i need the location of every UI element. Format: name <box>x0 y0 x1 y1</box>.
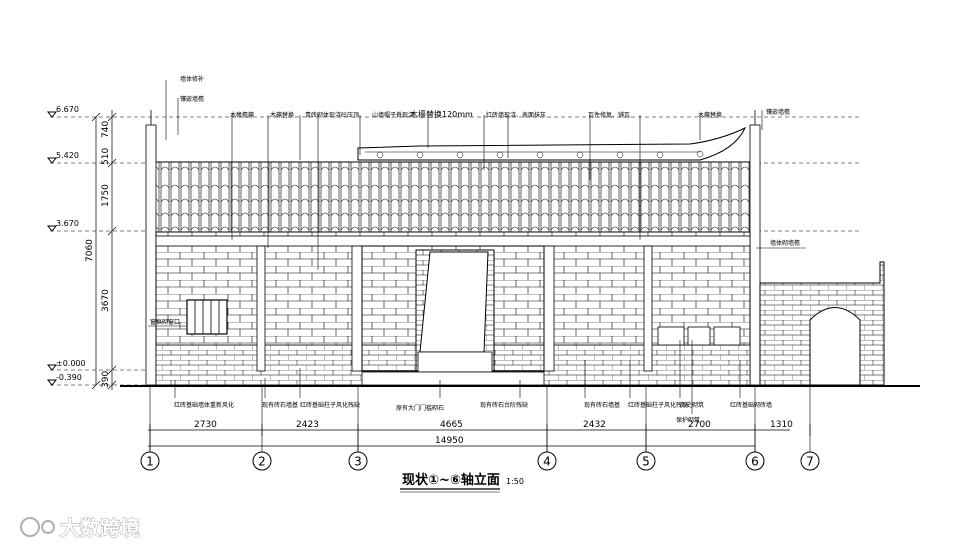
axis-label-4: 4 <box>543 455 551 469</box>
level-6670: 6.670 <box>56 105 79 114</box>
axis-label-6: 6 <box>751 455 759 469</box>
level-3670: 3.670 <box>56 219 79 228</box>
top-annotation-leaders <box>148 80 806 327</box>
annex-wall <box>759 261 885 386</box>
note-b1: 红砖基础墙体重新风化 <box>174 401 234 409</box>
vdim-510: 510 <box>101 148 111 165</box>
watermark-text: 大数跨境 <box>60 516 140 540</box>
watermark-logo-icon <box>20 517 40 537</box>
note-b3: 红砖基础柱子风化残缺 <box>300 401 360 409</box>
vdim-390: 390 <box>101 371 111 388</box>
vertical-dimension-chain: 740 510 1750 7060 3670 390 <box>85 110 117 390</box>
drawing-title-block: 现状①~⑥轴立面 1:50 <box>400 472 524 493</box>
note-a7: 木檩替换120mm <box>410 109 473 119</box>
vdim-3670: 3670 <box>101 289 111 312</box>
hdim-2700: 2700 <box>688 420 711 430</box>
level-0000: ±0.000 <box>56 359 86 368</box>
note-b2: 现有砖石墙基 <box>262 401 298 409</box>
note-a2: 镶嵌墙檐 <box>180 95 204 103</box>
axis-label-5: 5 <box>642 455 650 469</box>
bottom-annotations: 红砖基础墙体重新风化 现有砖石墙基 红砖基础柱子风化残缺 原有大门门槛砌石 现有… <box>174 401 772 424</box>
note-a10: 木檩替换 <box>698 111 722 119</box>
central-door <box>361 245 545 386</box>
window <box>186 299 228 335</box>
watermark: 大数跨境 <box>20 516 140 540</box>
roof-ridge <box>357 126 747 161</box>
hdim-4665: 4665 <box>440 420 463 430</box>
roof <box>154 126 751 233</box>
hdim-2432: 2432 <box>583 420 606 430</box>
note-a8: 红砖墙现浇、表面抹灰 <box>486 111 546 119</box>
top-annotations: 墙体修补 镶嵌墙檐 木椽檐檩 木檩替换 青砖砌体现浇砼压顶 山墙帽子脊现浇 木檩… <box>150 75 800 326</box>
vdim-7060: 7060 <box>85 239 95 262</box>
hdim-2730: 2730 <box>194 420 217 430</box>
level-5420: 5.420 <box>56 151 79 160</box>
note-b5: 现有砖石台阶残缺 <box>480 401 528 409</box>
plaques <box>657 326 741 346</box>
hdim-2423: 2423 <box>296 420 319 430</box>
note-a5: 青砖砌体现浇砼压顶 <box>305 111 359 119</box>
axis-label-3: 3 <box>354 455 362 469</box>
axis-bubbles: 1 2 3 4 5 6 7 <box>140 451 820 471</box>
note-b6: 现有砖石墙基 <box>584 401 620 409</box>
vdim-740: 740 <box>101 121 111 138</box>
note-b4: 原有大门门槛砌石 <box>396 404 444 412</box>
note-a9: 瓦件修复、铺瓦 <box>588 111 630 119</box>
axis-grid-lines <box>149 386 811 452</box>
horizontal-dimensions: 2730 2423 4665 2432 2700 1310 14950 <box>148 420 811 452</box>
note-a1: 墙体修补 <box>180 75 204 83</box>
note-b7: 红砖基础柱子风化残缺 <box>628 401 688 409</box>
bottom-annotation-leaders <box>174 340 741 414</box>
vdim-1750: 1750 <box>101 184 111 207</box>
axis-label-1: 1 <box>146 455 154 469</box>
columns <box>256 245 653 372</box>
level-labels: 6.670 5.420 3.670 ±0.000 -0.390 <box>46 105 86 386</box>
note-b10: 红砖基础砌砖墙 <box>730 401 772 409</box>
drawing-title: 现状①~⑥轴立面 <box>402 472 500 488</box>
drawing-scale: 1:50 <box>506 477 524 486</box>
note-a6: 山墙帽子脊现浇 <box>372 111 414 119</box>
note-a4: 木檩替换 <box>270 111 294 119</box>
note-a3: 木椽檐檩 <box>230 111 254 119</box>
note-b9: 保护砌筑 <box>676 416 700 424</box>
note-window: 窗框砌窗口 <box>150 318 180 326</box>
note-a11: 镶嵌墙檐 <box>766 108 790 116</box>
level-0390: -0.390 <box>56 373 82 382</box>
note-wall-right: 墙体砌墙檐 <box>770 239 800 247</box>
axis-label-7: 7 <box>806 455 814 469</box>
axis-label-2: 2 <box>258 455 266 469</box>
hdim-total: 14950 <box>435 436 464 446</box>
hdim-1310: 1310 <box>770 420 793 430</box>
note-b8: 历史砌筑 <box>680 401 704 409</box>
